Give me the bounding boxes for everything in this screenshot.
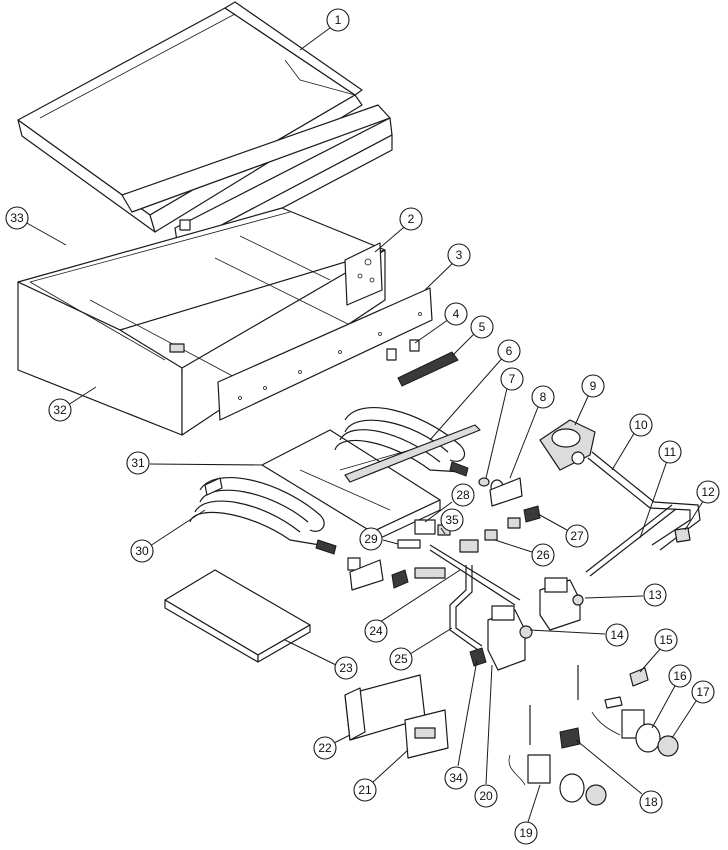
svg-text:35: 35: [445, 513, 459, 527]
callout-6: 6: [429, 339, 521, 441]
switch-plates: [386, 339, 420, 361]
svg-text:23: 23: [339, 661, 353, 675]
svg-text:1: 1: [335, 13, 342, 27]
callout-10: 10: [611, 413, 653, 471]
callout-22: 22: [313, 734, 351, 760]
callout-31: 31: [126, 451, 263, 475]
callout-26: 26: [494, 539, 555, 567]
connector-fittings: [484, 505, 541, 541]
callout-4: 4: [414, 302, 468, 344]
svg-text:27: 27: [570, 529, 584, 543]
solenoid-valve-right: [539, 577, 584, 631]
svg-text:34: 34: [449, 771, 463, 785]
burner-rod: [344, 424, 481, 483]
svg-text:29: 29: [364, 532, 378, 546]
svg-text:9: 9: [590, 379, 597, 393]
svg-text:15: 15: [659, 633, 673, 647]
grease-drawer: [164, 569, 311, 663]
callout-25: 25: [389, 627, 453, 671]
callout-34: 34: [444, 659, 478, 790]
gas-regulator: [539, 419, 596, 471]
front-orifice: [347, 557, 446, 591]
svg-text:19: 19: [519, 826, 533, 840]
callout-35: 35: [440, 508, 464, 535]
front-burner: [189, 477, 337, 555]
svg-text:4: 4: [453, 307, 460, 321]
callout-12: 12: [684, 480, 720, 531]
svg-text:30: 30: [135, 544, 149, 558]
svg-text:16: 16: [673, 669, 687, 683]
svg-text:6: 6: [506, 344, 513, 358]
valve-tee: [397, 519, 521, 606]
vent-louver: [397, 351, 459, 387]
callout-1: 1: [299, 8, 350, 51]
callout-2: 2: [374, 207, 423, 253]
svg-text:25: 25: [394, 652, 408, 666]
svg-text:10: 10: [634, 418, 648, 432]
callout-9: 9: [574, 374, 605, 426]
side-bracket: [344, 242, 383, 306]
pilot-fitting: [629, 667, 649, 687]
svg-text:13: 13: [648, 588, 662, 602]
callout-21: 21: [353, 749, 409, 802]
svg-text:32: 32: [53, 403, 67, 417]
callout-3: 3: [424, 243, 471, 291]
svg-text:8: 8: [540, 390, 547, 404]
svg-text:14: 14: [610, 628, 624, 642]
indicator-plate: [404, 709, 449, 759]
callout-18: 18: [575, 739, 663, 814]
svg-text:33: 33: [10, 211, 24, 225]
callout-29: 29: [359, 527, 399, 551]
svg-text:12: 12: [701, 485, 715, 499]
thermostat-rear: [559, 665, 679, 757]
callout-23: 23: [284, 639, 358, 680]
callout-17: 17: [671, 680, 715, 739]
gas-line: [449, 565, 487, 667]
svg-text:7: 7: [509, 372, 516, 386]
griddle-body: [17, 207, 386, 436]
callout-16: 16: [651, 664, 692, 729]
callout-27: 27: [537, 513, 589, 548]
griddle-plate: [17, 1, 393, 263]
callout-19: 19: [514, 784, 541, 845]
callout-14: 14: [529, 623, 629, 647]
orifice-fitting: [478, 477, 523, 507]
thermostat-front: [508, 705, 607, 806]
callout-30: 30: [130, 509, 206, 563]
callout-15: 15: [639, 628, 678, 673]
svg-text:3: 3: [456, 248, 463, 262]
manifold-pipe: [585, 451, 701, 577]
svg-text:21: 21: [358, 783, 372, 797]
svg-text:31: 31: [131, 456, 145, 470]
svg-text:28: 28: [456, 488, 470, 502]
callout-28: 28: [424, 483, 475, 523]
callout-8: 8: [509, 385, 555, 479]
svg-text:20: 20: [479, 789, 493, 803]
callout-20: 20: [474, 664, 498, 808]
svg-text:17: 17: [696, 685, 710, 699]
solenoid-valve-left: [487, 605, 533, 671]
svg-text:26: 26: [536, 548, 550, 562]
svg-text:18: 18: [644, 795, 658, 809]
svg-text:5: 5: [479, 320, 486, 334]
svg-text:22: 22: [318, 741, 332, 755]
heat-shield: [261, 429, 441, 543]
callout-11: 11: [639, 440, 682, 539]
callout-33: 33: [5, 206, 67, 246]
callout-24: 24: [364, 569, 461, 643]
callout-32: 32: [48, 386, 97, 422]
callout-7: 7: [485, 367, 524, 479]
control-panel: [217, 287, 433, 421]
svg-text:2: 2: [408, 212, 415, 226]
svg-text:11: 11: [664, 445, 677, 459]
callout-13: 13: [584, 583, 667, 607]
callout-5: 5: [451, 315, 494, 357]
svg-text:24: 24: [369, 624, 383, 638]
